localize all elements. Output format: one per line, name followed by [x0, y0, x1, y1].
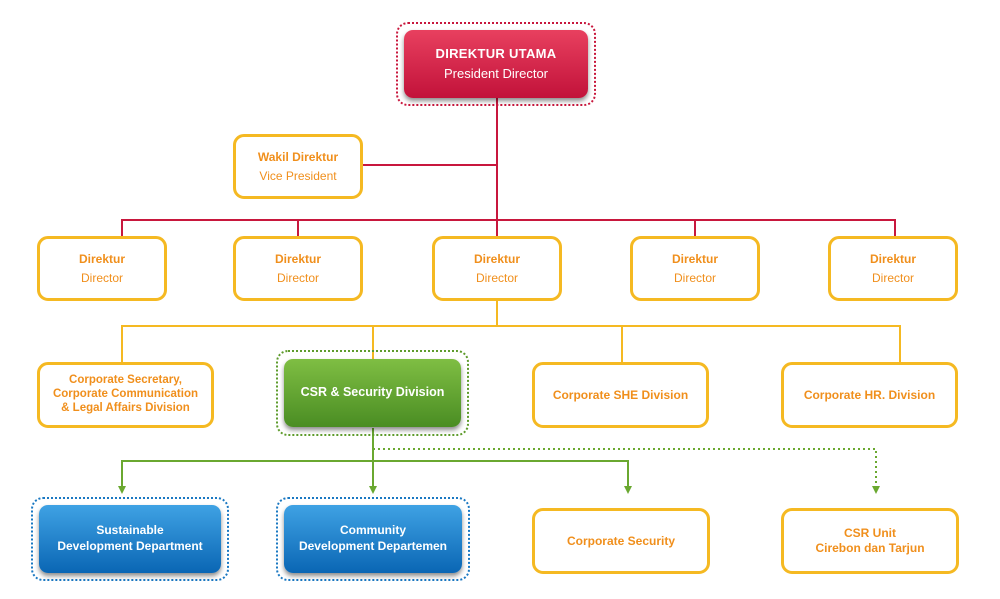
corporate-secretary-division-box[interactable]: Corporate Secretary, Corporate Communica… — [37, 362, 214, 428]
president-director-box[interactable]: DIREKTUR UTAMA President Director — [404, 30, 588, 98]
director-box-4[interactable]: Direktur Director — [630, 236, 760, 301]
director-box-2[interactable]: Direktur Director — [233, 236, 363, 301]
csr-unit-box[interactable]: CSR Unit Cirebon dan Tarjun — [781, 508, 959, 574]
hr-division-label: Corporate HR. Division — [803, 387, 936, 402]
director-subtitle: Director — [276, 270, 319, 285]
csr-security-division-box[interactable]: CSR & Security Division — [284, 359, 461, 427]
divisions-bus-line — [121, 325, 901, 362]
community-line-2: Development Departemen — [298, 539, 448, 553]
director-title: Direktur — [869, 251, 916, 266]
director-title: Direktur — [78, 251, 125, 266]
president-title: DIREKTUR UTAMA — [435, 45, 557, 61]
director-box-3[interactable]: Direktur Director — [432, 236, 562, 301]
sustainable-development-department-box[interactable]: Sustainable Development Department — [39, 505, 221, 573]
csr-unit-line-2: Cirebon dan Tarjun — [815, 541, 925, 555]
csr-division-label: CSR & Security Division — [300, 385, 445, 400]
director-subtitle: Director — [80, 270, 123, 285]
vice-president-box[interactable]: Wakil Direktur Vice President — [233, 134, 363, 199]
corporate-hr-division-box[interactable]: Corporate HR. Division — [781, 362, 958, 428]
director-box-5[interactable]: Direktur Director — [828, 236, 958, 301]
director-title: Direktur — [473, 251, 520, 266]
sustainable-dotted-frame — [31, 497, 229, 581]
president-subtitle: President Director — [443, 66, 549, 81]
csr-unit-line-1: CSR Unit — [844, 526, 896, 540]
director-title: Direktur — [274, 251, 321, 266]
director-subtitle: Director — [475, 270, 518, 285]
vice-title: Wakil Direktur — [257, 149, 339, 164]
director-title: Direktur — [671, 251, 718, 266]
corporate-security-box[interactable]: Corporate Security — [532, 508, 710, 574]
director-subtitle: Director — [871, 270, 914, 285]
corp-sec-line-3: & Legal Affairs Division — [61, 401, 190, 414]
director-box-1[interactable]: Direktur Director — [37, 236, 167, 301]
sustainable-line-2: Development Department — [57, 539, 203, 553]
sustainable-line-1: Sustainable — [96, 523, 164, 538]
director-subtitle: Director — [673, 270, 716, 285]
corp-sec-line-1: Corporate Secretary, — [69, 374, 182, 387]
csr-to-security-arrow — [121, 460, 632, 494]
community-development-department-box[interactable]: Community Development Departemen — [284, 505, 462, 573]
directors-bus-line — [121, 219, 896, 236]
corp-sec-line-2: Corporate Communication — [52, 388, 199, 401]
president-dotted-frame — [396, 22, 596, 106]
corporate-security-label: Corporate Security — [566, 533, 676, 548]
corporate-she-division-box[interactable]: Corporate SHE Division — [532, 362, 709, 428]
csr-to-unit-dotted-arrow — [373, 448, 880, 494]
community-dotted-frame — [276, 497, 470, 581]
csr-division-dotted-frame — [276, 350, 469, 436]
community-line-1: Community — [340, 523, 406, 538]
she-division-label: Corporate SHE Division — [552, 387, 689, 402]
vice-subtitle: Vice President — [259, 168, 337, 183]
